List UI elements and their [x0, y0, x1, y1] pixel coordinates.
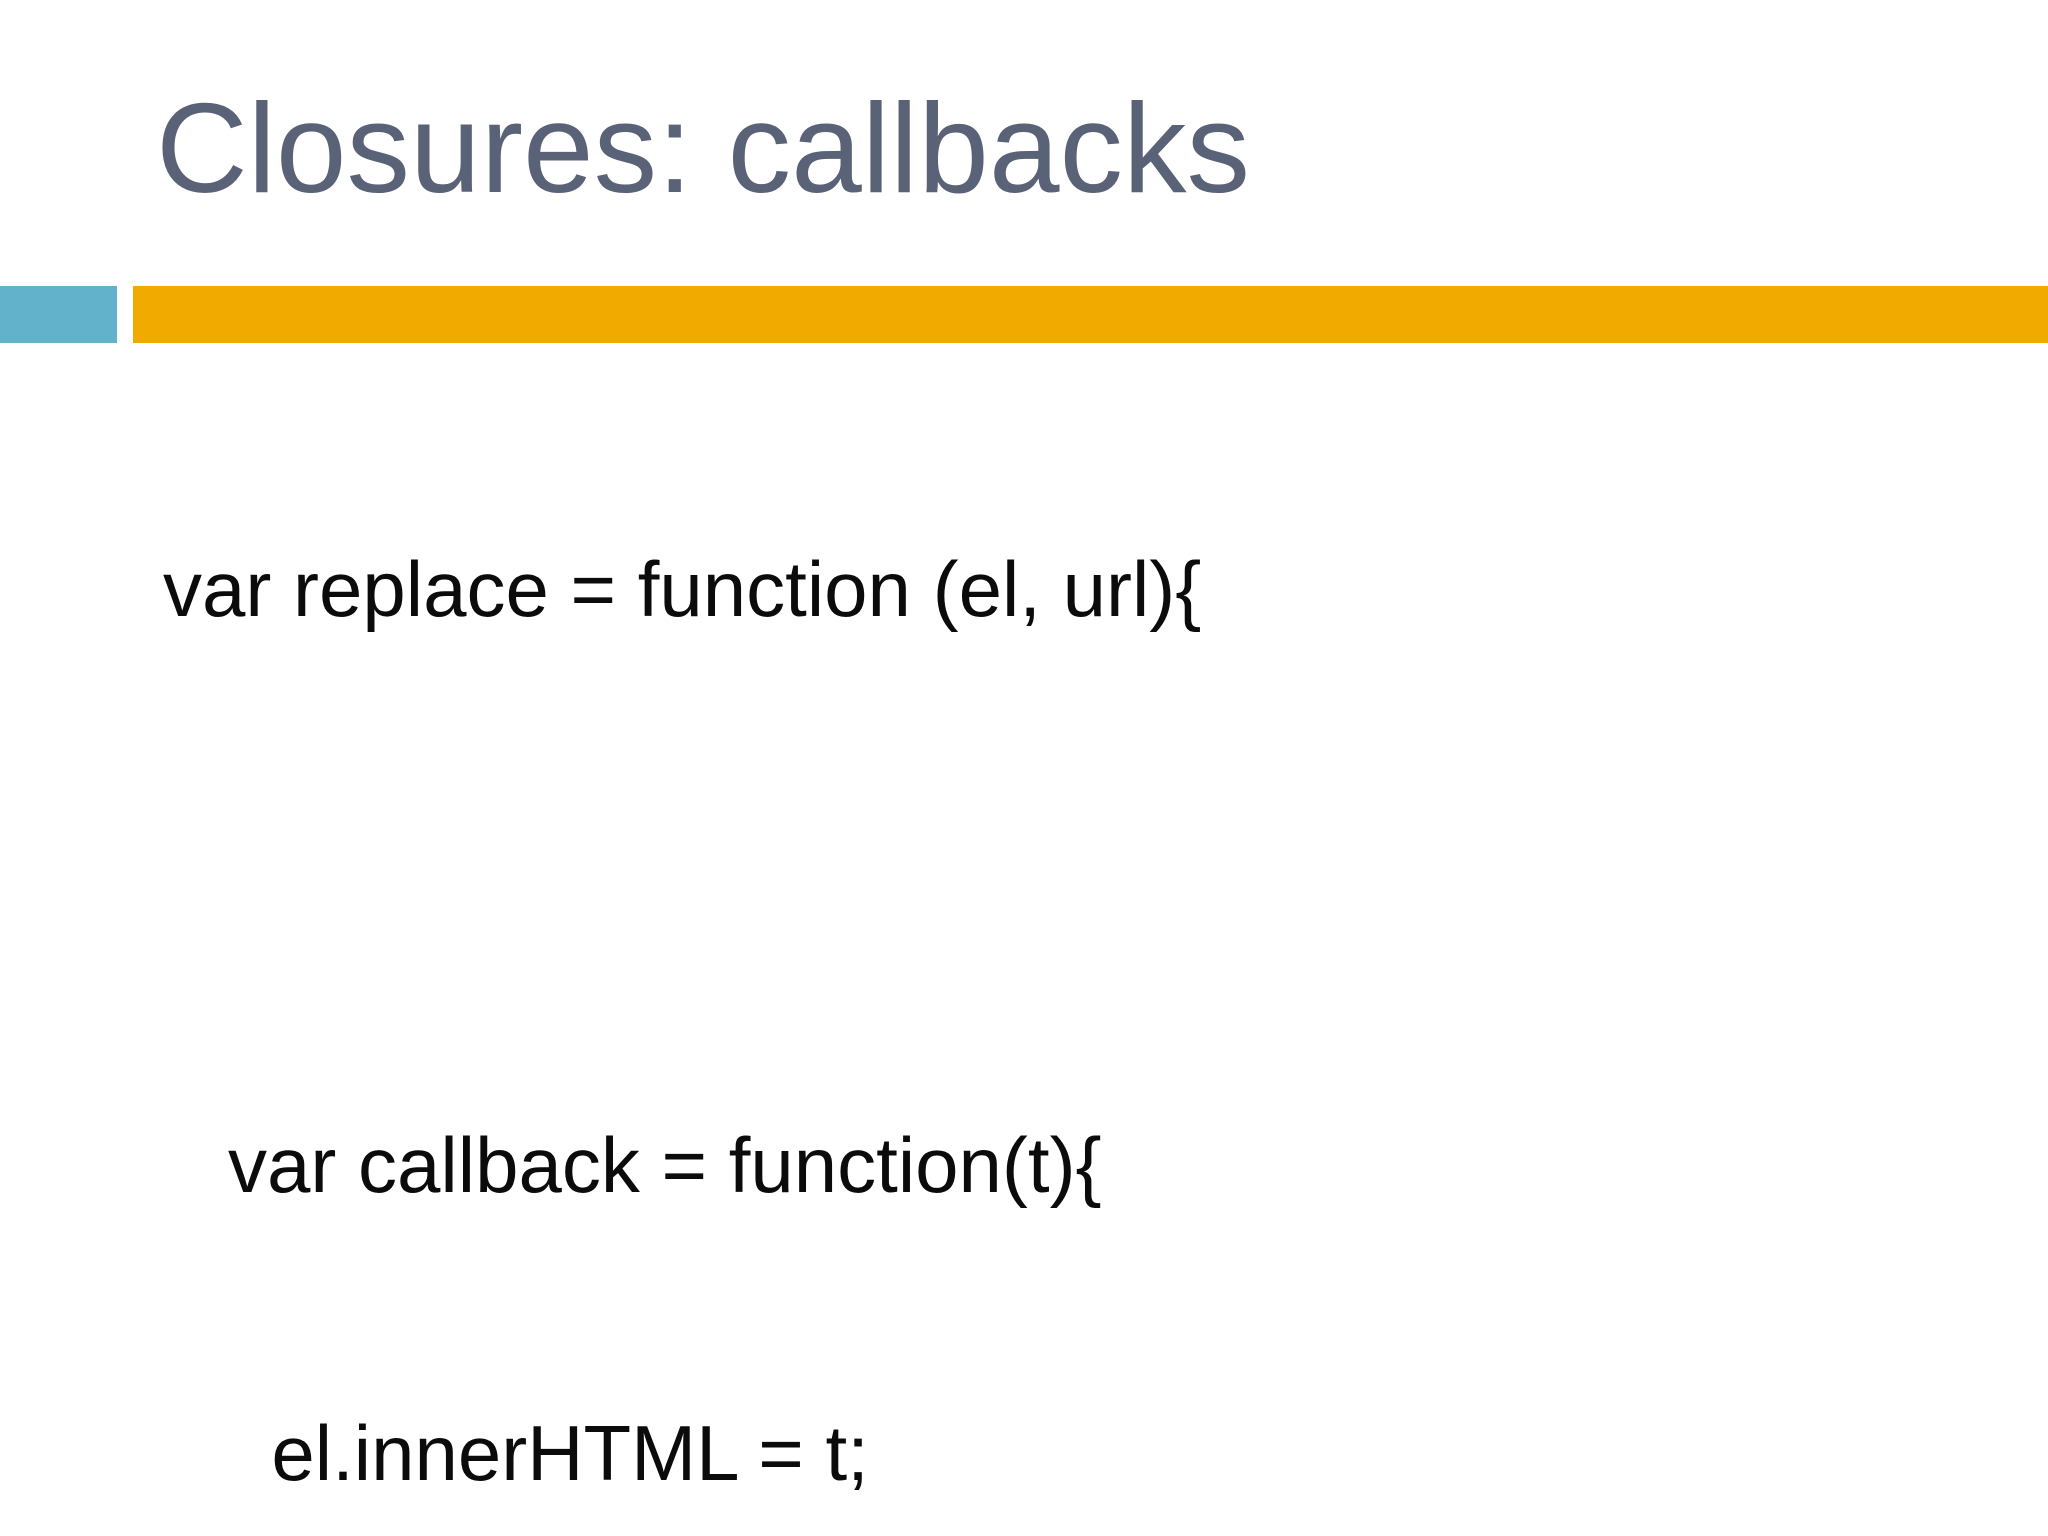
code-line-3: var callback = function(t){ — [163, 1121, 1102, 1209]
code-line-2 — [163, 829, 1299, 925]
accent-orange-bar — [133, 286, 2048, 343]
slide-title: Closures: callbacks — [156, 77, 1251, 219]
code-line-4: el.innerHTML = t; — [163, 1409, 869, 1497]
code-line-1: var replace = function (el, url){ — [163, 545, 1202, 633]
code-block: var replace = function (el, url){ var ca… — [163, 349, 1299, 1536]
accent-blue-square — [0, 286, 117, 343]
